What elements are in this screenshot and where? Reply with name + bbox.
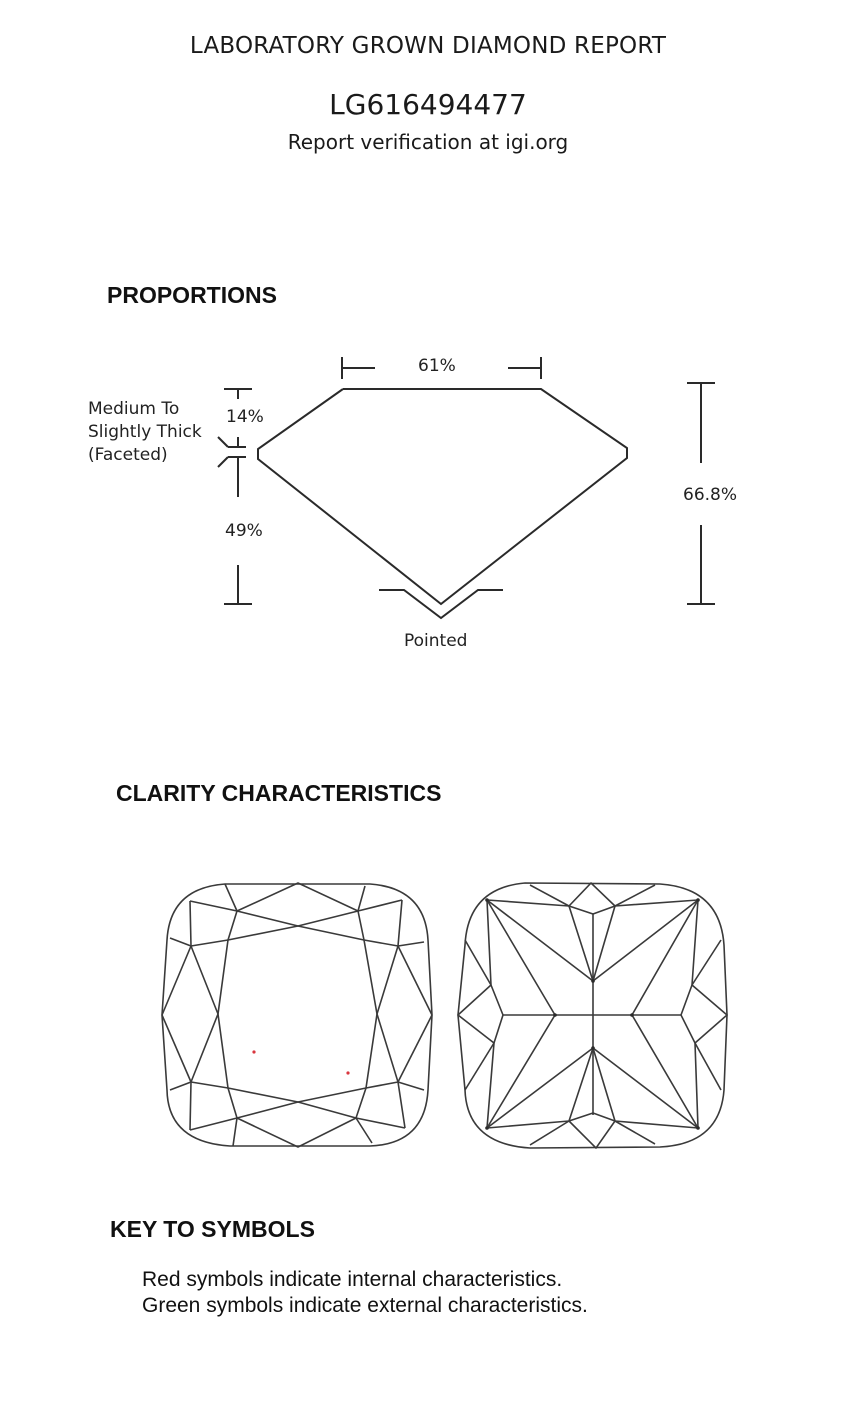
girdle-line-2: Slightly Thick — [88, 422, 202, 442]
girdle-line-1: Medium To — [88, 399, 180, 419]
inclusion-mark — [252, 1050, 256, 1054]
total-depth-percentage: 66.8% — [683, 485, 738, 505]
key-line-external: Green symbols indicate external characte… — [142, 1294, 588, 1317]
key-heading: KEY TO SYMBOLS — [110, 1216, 315, 1242]
inclusion-mark — [346, 1071, 350, 1075]
girdle-label: Medium To Slightly Thick (Faceted) — [88, 398, 202, 467]
report-title: LABORATORY GROWN DIAMOND REPORT — [189, 33, 667, 59]
key-line-internal: Red symbols indicate internal characteri… — [142, 1268, 563, 1291]
girdle-line-3: (Faceted) — [88, 445, 168, 465]
culet-label: Pointed — [404, 631, 468, 651]
proportions-heading: PROPORTIONS — [107, 282, 277, 308]
proportions-diagram — [217, 357, 715, 620]
report-number: LG616494477 — [329, 88, 527, 121]
pavilion-depth-percentage: 49% — [225, 521, 263, 541]
crown-height-percentage: 14% — [226, 407, 264, 427]
key-to-symbols: Red symbols indicate internal characteri… — [142, 1267, 588, 1319]
clarity-heading: CLARITY CHARACTERISTICS — [116, 780, 442, 806]
table-percentage: 61% — [418, 356, 456, 376]
verification-note: Report verification at igi.org — [287, 130, 569, 154]
